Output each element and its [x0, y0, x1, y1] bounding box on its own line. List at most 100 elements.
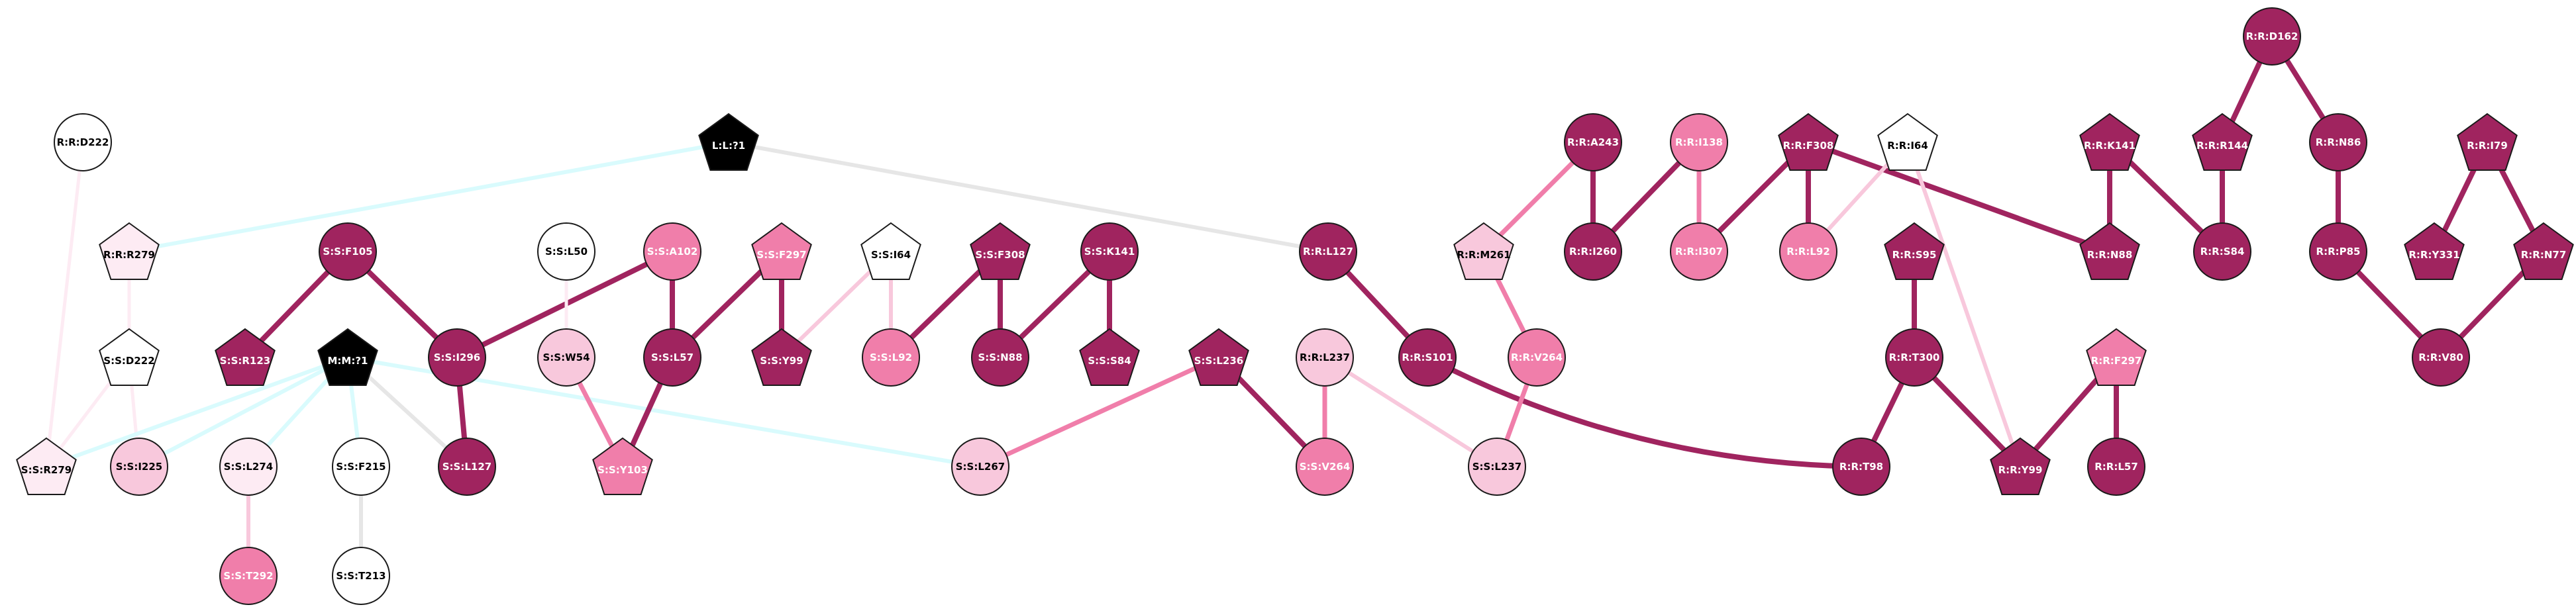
node-s-s-d222[interactable]: S:S:D222 [99, 328, 160, 386]
node-r-r-l57[interactable]: R:R:L57 [2087, 438, 2145, 496]
node-s-s-f215[interactable]: S:S:F215 [332, 438, 390, 496]
node-r-r-l127[interactable]: R:R:L127 [1299, 222, 1357, 281]
node-r-r-s95[interactable]: R:R:S95 [1884, 222, 1945, 280]
node-r-r-f297[interactable]: R:R:F297 [2086, 328, 2147, 386]
node-label: R:R:F308 [1783, 140, 1834, 152]
node-r-r-r144[interactable]: R:R:R144 [2192, 113, 2253, 171]
node-s-s-l267[interactable]: S:S:L267 [951, 438, 1009, 496]
node-circle-shape [2309, 113, 2367, 171]
node-r-r-l237[interactable]: R:R:L237 [1296, 328, 1354, 387]
node-label: R:R:D162 [2246, 30, 2298, 42]
node-r-r-i64[interactable]: R:R:I64 [1877, 113, 1938, 171]
node-pentagon-shape [16, 437, 77, 495]
node-s-s-s84[interactable]: S:S:S84 [1079, 328, 1140, 386]
node-r-r-k141[interactable]: R:R:K141 [2079, 113, 2140, 171]
node-s-s-n88[interactable]: S:S:N88 [971, 328, 1029, 387]
node-circle-shape [951, 438, 1009, 496]
node-s-s-v264[interactable]: S:S:V264 [1296, 438, 1354, 496]
node-s-s-y103[interactable]: S:S:Y103 [592, 437, 653, 495]
node-s-s-t213[interactable]: S:S:T213 [332, 547, 390, 605]
node-r-r-i307[interactable]: R:R:I307 [1670, 222, 1728, 281]
node-s-s-i225[interactable]: S:S:I225 [110, 438, 168, 496]
node-label: R:R:L127 [1303, 246, 1353, 258]
node-r-r-i260[interactable]: R:R:I260 [1564, 222, 1622, 281]
edge-r-r-i64-to-r-r-y99 [1906, 140, 2022, 469]
node-r-r-i138[interactable]: R:R:I138 [1670, 113, 1728, 171]
node-r-r-n86[interactable]: R:R:N86 [2309, 113, 2367, 171]
edge-m-m-1-to-s-s-r279 [44, 355, 350, 469]
node-circle-shape [2193, 222, 2251, 281]
node-r-r-i79[interactable]: R:R:I79 [2457, 113, 2518, 171]
node-label: S:S:S84 [1088, 355, 1131, 367]
node-s-s-f297[interactable]: S:S:F297 [751, 222, 812, 280]
node-r-r-s101[interactable]: R:R:S101 [1398, 328, 1457, 387]
node-label: S:S:D222 [103, 355, 154, 367]
node-label: R:R:D222 [57, 136, 109, 148]
node-r-r-t300[interactable]: R:R:T300 [1885, 328, 1943, 387]
node-s-s-l237[interactable]: S:S:L237 [1468, 438, 1526, 496]
node-r-r-d162[interactable]: R:R:D162 [2243, 7, 2301, 66]
node-r-r-t98[interactable]: R:R:T98 [1832, 438, 1890, 496]
node-s-s-k141[interactable]: S:S:K141 [1080, 222, 1139, 281]
node-circle-shape [2087, 438, 2145, 496]
node-r-r-v80[interactable]: R:R:V80 [2412, 328, 2470, 387]
node-pentagon-shape [317, 328, 378, 386]
edge-r-r-s101-to-r-r-t98 [1425, 355, 1864, 469]
node-s-s-f308[interactable]: S:S:F308 [970, 222, 1031, 280]
node-label: S:S:Y103 [597, 464, 648, 476]
node-s-s-w54[interactable]: S:S:W54 [537, 328, 595, 387]
node-s-s-f105[interactable]: S:S:F105 [319, 222, 377, 281]
node-label: R:R:Y331 [2408, 249, 2459, 261]
edge-l-l-1-to-r-r-l127 [727, 140, 1330, 254]
node-label: S:S:L237 [1472, 461, 1521, 473]
node-s-s-l92[interactable]: S:S:L92 [862, 328, 920, 387]
node-label: S:S:F215 [336, 461, 386, 473]
node-s-s-r123[interactable]: S:S:R123 [215, 328, 276, 386]
node-r-r-r279[interactable]: R:R:R279 [99, 222, 160, 280]
node-pentagon-shape [751, 222, 812, 280]
node-circle-shape [1670, 222, 1728, 281]
node-pentagon-shape [215, 328, 276, 386]
node-r-r-y331[interactable]: R:R:Y331 [2404, 222, 2465, 280]
node-pentagon-shape [970, 222, 1031, 280]
node-label: S:S:F105 [323, 246, 372, 258]
node-r-r-y99[interactable]: R:R:Y99 [1990, 437, 2051, 495]
node-label: R:R:V80 [2418, 351, 2463, 363]
node-m-m-1[interactable]: M:M:?1 [317, 328, 378, 386]
node-label: R:R:K141 [2084, 140, 2136, 152]
node-pentagon-shape [1079, 328, 1140, 386]
node-label: R:R:I307 [1675, 246, 1723, 258]
node-r-r-d222[interactable]: R:R:D222 [54, 113, 112, 171]
node-s-s-l57[interactable]: S:S:L57 [643, 328, 701, 387]
node-r-r-l92[interactable]: R:R:L92 [1779, 222, 1837, 281]
edge-r-r-r279-to-l-l-1 [127, 140, 731, 254]
node-r-r-n77[interactable]: R:R:N77 [2513, 222, 2574, 280]
node-s-s-t292[interactable]: S:S:T292 [219, 547, 278, 605]
node-label: S:S:W54 [542, 351, 590, 363]
node-r-r-n88[interactable]: R:R:N88 [2079, 222, 2140, 280]
node-s-s-r279[interactable]: S:S:R279 [16, 437, 77, 495]
node-circle-shape [2243, 7, 2301, 66]
edge-r-r-d222-to-s-s-r279 [44, 140, 85, 469]
node-r-r-a243[interactable]: R:R:A243 [1564, 113, 1622, 171]
node-label: R:R:S95 [1892, 249, 1937, 261]
node-s-s-y99[interactable]: S:S:Y99 [751, 328, 812, 386]
node-r-r-p85[interactable]: R:R:P85 [2309, 222, 2367, 281]
node-s-s-l274[interactable]: S:S:L274 [219, 438, 278, 496]
node-circle-shape [1296, 438, 1354, 496]
node-s-s-a102[interactable]: S:S:A102 [643, 222, 701, 281]
node-s-s-l50[interactable]: S:S:L50 [537, 222, 595, 281]
node-r-r-m261[interactable]: R:R:M261 [1453, 222, 1514, 280]
node-l-l-1[interactable]: L:L:?1 [698, 113, 759, 171]
node-r-r-f308[interactable]: R:R:F308 [1778, 113, 1839, 171]
node-s-s-i296[interactable]: S:S:I296 [428, 328, 486, 387]
node-s-s-l236[interactable]: S:S:L236 [1188, 328, 1249, 386]
node-circle-shape [2412, 328, 2470, 387]
node-r-r-v264[interactable]: R:R:V264 [1508, 328, 1566, 387]
node-s-s-l127[interactable]: S:S:L127 [438, 438, 496, 496]
node-label: R:R:L237 [1300, 351, 1350, 363]
node-s-s-i64[interactable]: S:S:I64 [860, 222, 921, 280]
node-circle-shape [1564, 222, 1622, 281]
node-r-r-s84[interactable]: R:R:S84 [2193, 222, 2251, 281]
